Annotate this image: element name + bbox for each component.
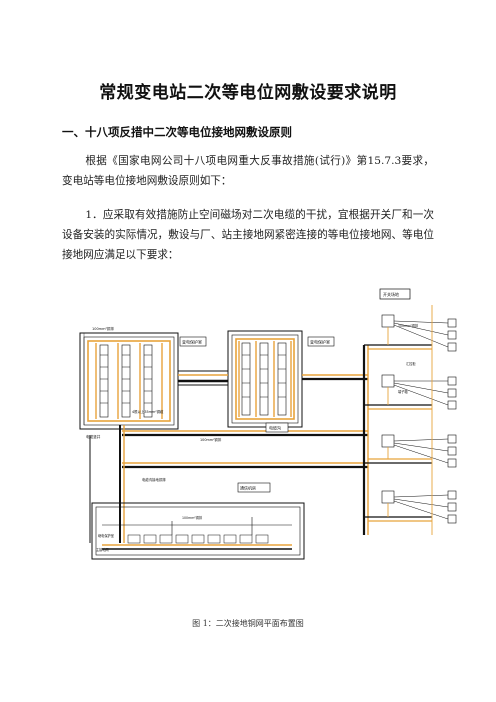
label-protection-room-1: 变电保护室 [182,339,202,345]
section-heading: 一、十八项反措中二次等电位接地网敷设原则 [62,125,292,139]
label-protection-room-2: 变电保护室 [310,339,330,345]
label-copper-bar-comm: 100mm²铜排 [182,515,203,520]
label-terminal-box: 汇控柜 [406,361,416,366]
protection-room-right [227,330,303,428]
label-main-ground-grid: 主接地网 [96,547,109,552]
communication-room: 通信机房 100mm²铜排 继电保护室 主接地网 [91,482,305,560]
paragraph-1: 根据《国家电网公司十八项电网重大反事故措施(试行)》第15.7.3要求，变电站等… [62,155,434,187]
label-cable-trench-ground: 电缆沟接地铜排 [142,477,166,482]
label-communication-room: 通信机房 [240,485,256,491]
label-junction-box: 端子箱 [398,389,408,394]
paragraph-2: 1．应采取有效措施防止空间磁场对二次电缆的干扰，宜根据开关厂和一次设备安装的实际… [62,209,434,261]
room-link: 变电保护室 变电保护室 [177,336,335,386]
label-copper-bar-100: 100mm²铜排 [200,437,222,442]
label-cable-shaft: 电缆竖井 [86,434,101,439]
protection-room-left: 100mm²铜排 [79,326,179,430]
figure-caption: 图 1：二次接地铜网平面布置图 [192,619,304,628]
switchyard-area: 开关场地 [362,288,457,535]
grounding-grid-diagram: 100mm²铜排 [79,288,457,560]
label-relay-room: 继电保护室 [98,533,114,538]
document-title: 常规变电站二次等电位网敷设要求说明 [99,83,397,103]
copper-bar-label-left: 100mm²铜排 [92,326,114,331]
label-copper-bar-switchyard: 100mm²铜排 [398,323,419,328]
main-cable-trench: 电缆竖井 4根以上35mm²铜缆 100mm²铜排 电缆沟 电缆沟接地铜排 [86,374,368,543]
label-switchyard: 开关场地 [383,291,399,297]
label-cable-trench: 电缆沟 [269,425,281,431]
label-copper-bar-note: 4根以上35mm²铜缆 [132,409,164,414]
